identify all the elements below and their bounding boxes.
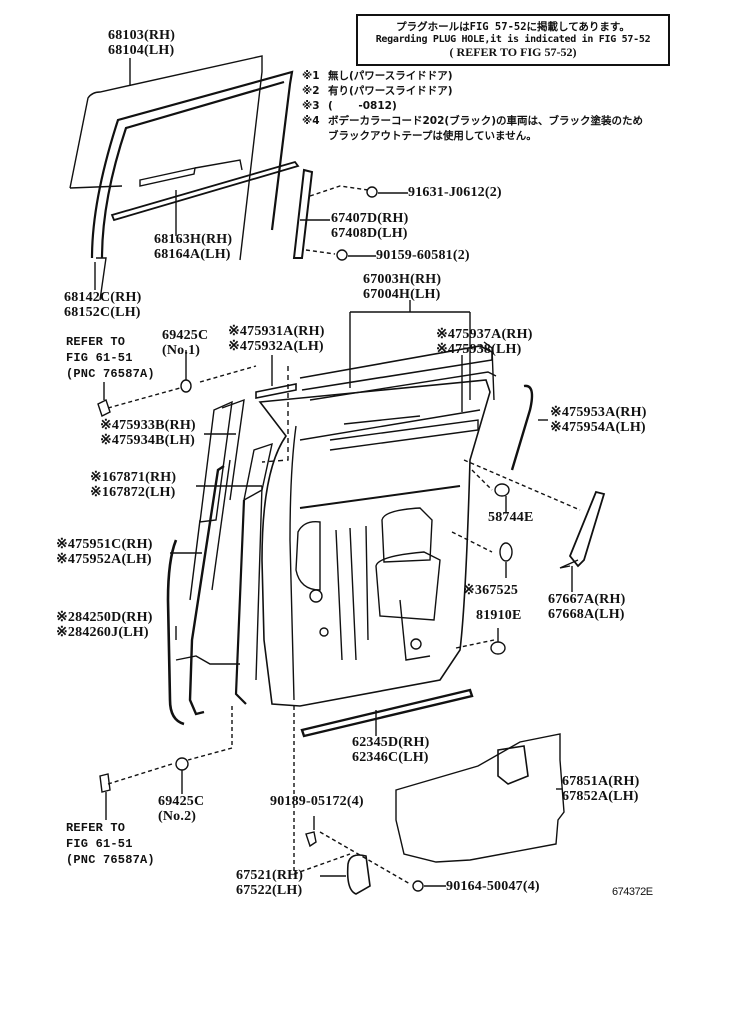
pillar-garnish-75933 bbox=[199, 400, 233, 523]
figure-id: 674372E bbox=[612, 886, 653, 898]
part-label-91631[interactable]: 91631-J0612(2) bbox=[408, 185, 502, 200]
part-label-69425c-no2[interactable]: 69425C (No.2) bbox=[158, 794, 205, 824]
glass-run bbox=[90, 70, 294, 259]
part-label-75933[interactable]: ※475933B(RH) ※475934B(LH) bbox=[100, 418, 196, 448]
part-label-67407[interactable]: 67407D(RH) 67408D(LH) bbox=[331, 211, 409, 241]
part-label-75953[interactable]: ※475953A(RH) ※475954A(LH) bbox=[550, 405, 647, 435]
belt-molding bbox=[110, 160, 300, 222]
part-label-75931[interactable]: ※475931A(RH) ※475932A(LH) bbox=[228, 324, 325, 354]
part-label-67521[interactable]: 67521(RH) 67522(LH) bbox=[236, 868, 304, 898]
clip-69425c-no2 bbox=[175, 757, 189, 771]
part-label-67871[interactable]: ※167871(RH) ※167872(LH) bbox=[90, 470, 177, 500]
note-line-jp: プラグホールはFIG 57-52に掲載してあります。 bbox=[396, 21, 630, 33]
part-label-90189[interactable]: 90189-05172(4) bbox=[270, 794, 364, 809]
service-hole-cover bbox=[395, 733, 565, 863]
part-label-81910e[interactable]: 81910E bbox=[476, 608, 522, 623]
door-panel bbox=[258, 379, 491, 707]
division-bar bbox=[292, 168, 314, 259]
weatherstrip-67871 bbox=[188, 465, 225, 716]
lower-molding bbox=[300, 688, 474, 738]
inside-handle bbox=[346, 854, 371, 895]
note-line-ref: ( REFER TO FIG 57-52) bbox=[449, 45, 577, 59]
part-label-69425c-no1[interactable]: 69425C (No.1) bbox=[162, 328, 209, 358]
note-line-en: Regarding PLUG HOLE,it is indicated in F… bbox=[375, 34, 651, 45]
door-glass bbox=[69, 55, 263, 261]
part-label-84250[interactable]: ※284250D(RH) ※284260J(LH) bbox=[56, 610, 153, 640]
clip-69425c-no1 bbox=[180, 379, 192, 393]
footnote-3: ※3( -0812) bbox=[302, 100, 397, 112]
refer-to-fig-61-51-bottom[interactable]: REFER TO FIG 61-51 (PNC 76587A) bbox=[66, 821, 155, 867]
outer-weatherstrip bbox=[166, 539, 185, 726]
part-label-68163[interactable]: 68163H(RH) 68164A(LH) bbox=[154, 232, 233, 262]
part-label-67667[interactable]: 67667A(RH) 67668A(LH) bbox=[548, 592, 626, 622]
footnote-4-cont: ブラックアウトテープは使用していません。 bbox=[328, 130, 537, 142]
part-label-75937[interactable]: ※475937A(RH) ※475938(LH) bbox=[436, 327, 533, 357]
part-label-67003[interactable]: 67003H(RH) 67004H(LH) bbox=[363, 272, 442, 302]
part-label-90164[interactable]: 90164-50047(4) bbox=[446, 879, 540, 894]
part-label-67525[interactable]: ※367525 bbox=[463, 583, 519, 598]
refer-to-fig-61-51-top[interactable]: REFER TO FIG 61-51 (PNC 76587A) bbox=[66, 335, 155, 381]
part-label-75951[interactable]: ※475951C(RH) ※475952A(LH) bbox=[56, 537, 153, 567]
part-label-68142[interactable]: 68142C(RH) 68152C(LH) bbox=[64, 290, 142, 320]
plug-hole-note-box: プラグホールはFIG 57-52に掲載してあります。 Regarding PLU… bbox=[356, 14, 670, 66]
part-label-90159[interactable]: 90159-60581(2) bbox=[376, 248, 470, 263]
part-label-58744e[interactable]: 58744E bbox=[488, 510, 534, 525]
part-label-62345[interactable]: 62345D(RH) 62346C(LH) bbox=[352, 735, 430, 765]
part-label-67851[interactable]: 67851A(RH) 67852A(LH) bbox=[562, 774, 640, 804]
part-label-68103[interactable]: 68103(RH) 68104(LH) bbox=[108, 28, 176, 58]
